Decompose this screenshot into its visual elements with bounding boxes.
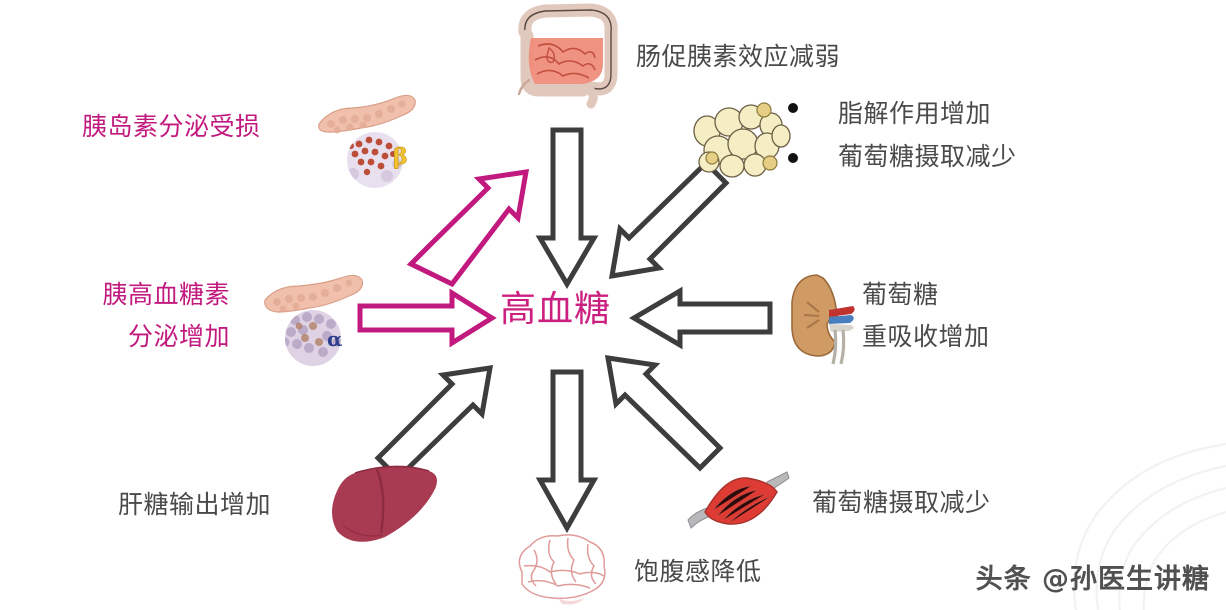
arrow-muscle-to-center	[604, 355, 724, 472]
pancreas-beta-cell-illustration: β	[318, 94, 416, 188]
label-muscle: 葡萄糖摄取减少	[812, 488, 991, 517]
alpha-cell-marker: α	[327, 327, 342, 351]
pancreas-alpha-cell-illustration: α	[264, 274, 364, 366]
label-adipose-line2: 葡萄糖摄取减少	[838, 142, 1017, 171]
intestine-illustration	[517, 3, 618, 109]
label-intestine: 肠促胰素效应减弱	[636, 42, 841, 71]
watermark-text: 头条 @孙医生讲糖	[975, 564, 1210, 595]
label-beta-cell: 胰岛素分泌受损	[82, 112, 261, 141]
muscle-illustration	[687, 471, 790, 529]
brain-illustration	[518, 534, 606, 605]
label-brain: 饱腹感降低	[634, 557, 762, 586]
label-adipose-line1: 脂解作用增加	[838, 99, 992, 128]
label-liver: 肝糖输出增加	[118, 490, 272, 519]
label-kidney-line1: 葡萄糖	[862, 280, 939, 309]
label-alpha-cell-line1: 胰高血糖素	[102, 280, 230, 309]
arrow-center-to-brain	[535, 369, 599, 534]
arrow-intestine-to-center	[535, 127, 599, 289]
arrow-kidney-to-center	[629, 286, 773, 350]
arrow-alpha-cell-to-center	[357, 288, 497, 348]
beta-cell-marker: β	[393, 144, 408, 170]
adipose-tissue-illustration	[693, 102, 798, 178]
label-kidney-line2: 重吸收增加	[862, 322, 990, 351]
arrow-adipose-to-center	[608, 159, 730, 280]
center-label-hyperglycemia: 高血糖	[500, 289, 612, 330]
liver-illustration	[332, 465, 437, 542]
kidney-illustration	[791, 274, 855, 365]
arrow-liver-to-center	[374, 365, 494, 482]
label-alpha-cell-line2: 分泌增加	[127, 322, 230, 351]
arrow-center-to-beta-cell	[406, 169, 530, 288]
